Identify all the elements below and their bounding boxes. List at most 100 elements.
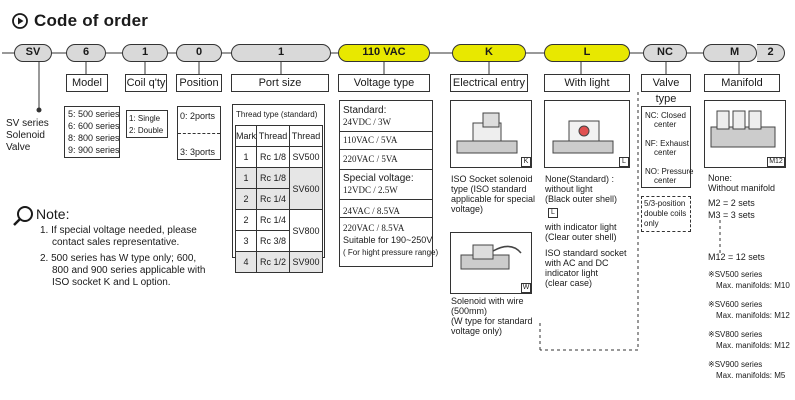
header-position: Position: [176, 74, 222, 92]
table-cell: 3: [235, 230, 257, 252]
table-row: 4 Rc 1/2 SV900: [235, 251, 323, 273]
table-cell: 4: [235, 251, 257, 273]
electrical-w-desc: voltage only): [451, 326, 503, 336]
table-cell: SV900: [289, 251, 323, 273]
header-voltage: Voltage type: [338, 74, 430, 92]
valve-option: NC: Closed: [645, 111, 686, 120]
light-with-desc: (Clear outer shell): [545, 232, 617, 242]
light-none-desc: without light: [545, 184, 593, 194]
note-item: 800 and 900 series applicable with: [52, 265, 206, 276]
manifold-series-max: Max. manifolds: M12: [716, 341, 790, 350]
table-cell: 1: [235, 167, 257, 189]
valve-option: center: [654, 120, 677, 129]
header-electrical: Electrical entry: [450, 74, 528, 92]
code-part-port: 1: [231, 44, 331, 62]
light-iso-desc: ISO standard socket: [545, 248, 627, 258]
valve-note-line: only: [644, 219, 659, 228]
voltage-standard: 24VDC / 3W: [343, 117, 391, 127]
code-part-voltage: 110 VAC: [338, 44, 430, 62]
code-part-electrical: K: [452, 44, 526, 62]
electrical-k-desc: voltage): [451, 204, 484, 214]
table-row: 1 Rc 1/8 SV600: [235, 167, 323, 210]
table-cell: SV600: [289, 167, 323, 210]
light-with-desc: with indicator light: [545, 222, 617, 232]
electrical-w-tag: W: [521, 283, 531, 293]
manifold-none: Without manifold: [708, 183, 776, 193]
play-circle-icon: [12, 13, 28, 29]
voltage-standard: 110VAC / 5VA: [343, 135, 398, 145]
sv-series-line-1: SV series: [6, 118, 49, 129]
table-cell: 2: [235, 188, 257, 210]
valve-option: center: [654, 148, 677, 157]
light-none-desc: None(Standard) :: [545, 174, 615, 184]
valve-note: 5/3-position double coils only: [641, 196, 691, 232]
table-row: Mark Thread Thread: [235, 125, 323, 147]
manifold-series: ※SV800 series: [708, 330, 763, 339]
manifold-block-icon: [710, 110, 776, 148]
magnifier-icon: [13, 206, 33, 226]
code-part-light: L: [544, 44, 630, 62]
table-header: Mark: [235, 125, 257, 147]
header-manifold: Manifold: [704, 74, 780, 92]
note-item: contact sales representative.: [52, 237, 180, 248]
coil-option: 1: Single: [129, 114, 161, 123]
table-cell: Rc 1/2: [256, 251, 290, 273]
voltage-special: 24VAC / 8.5VA: [343, 206, 400, 216]
sv-series-line-3: Valve: [6, 142, 31, 153]
note-item: 2. 500 series has W type only; 600,: [40, 253, 197, 264]
note-label: Note:: [36, 206, 70, 222]
table-cell: Rc 1/4: [256, 209, 290, 231]
manifold-set: M12 = 12 sets: [708, 252, 765, 262]
code-part-model: 6: [66, 44, 106, 62]
manifold-series: ※SV900 series: [708, 360, 763, 369]
model-option: 9: 900 series: [68, 145, 120, 155]
thread-table: Mark Thread Thread 1 Rc 1/8 SV500 1 Rc 1…: [235, 125, 323, 273]
light-iso-desc: (clear case): [545, 278, 593, 288]
position-option: 0: 2ports: [180, 111, 216, 121]
light-image: L: [544, 100, 630, 168]
coil-options: 1: Single 2: Double: [126, 110, 168, 138]
valve-option: NF: Exhaust: [645, 139, 690, 148]
voltage-special: 12VDC / 2.5W: [343, 185, 398, 195]
electrical-w-desc: Solenoid with wire: [451, 296, 524, 306]
electrical-k-image: K: [450, 100, 532, 168]
table-cell: Rc 3/8: [256, 230, 290, 252]
model-option: 5: 500 series: [68, 109, 120, 119]
table-cell: Rc 1/4: [256, 188, 290, 210]
light-l-tag: L: [619, 157, 629, 167]
model-option: 8: 800 series: [68, 133, 120, 143]
table-header: Thread: [289, 125, 323, 147]
note-item: 1. If special voltage needed, please: [40, 225, 197, 236]
valve-note-line: double coils: [644, 209, 687, 218]
table-cell: 2: [235, 209, 257, 231]
table-header: Thread: [256, 125, 290, 147]
voltage-special-label: Special voltage:: [343, 173, 414, 184]
code-part-series: SV: [14, 44, 52, 62]
manifold-series: ※SV500 series: [708, 270, 763, 279]
voltage-note: ( For hight pressure range): [343, 248, 439, 257]
header-coil: Coil q'ty: [125, 74, 167, 92]
table-cell: Rc 1/8: [256, 167, 290, 189]
code-part-manifold-count: 2: [757, 44, 785, 62]
thread-table-box: Thread type (standard) Mark Thread Threa…: [232, 104, 325, 273]
solenoid-wire-icon: [460, 244, 522, 270]
voltage-standard-label: Standard:: [343, 105, 387, 116]
code-part-manifold: M: [703, 44, 757, 62]
table-cell: SV500: [289, 146, 323, 168]
manifold-set: M3 = 3 sets: [708, 210, 755, 220]
voltage-special: 220VAC / 8.5VA: [343, 223, 405, 233]
electrical-k-tag: K: [521, 157, 531, 167]
iso-socket-solenoid-icon: [456, 112, 518, 154]
code-part-coil: 1: [122, 44, 168, 62]
table-cell: 1: [235, 146, 257, 168]
table-row: 2 Rc 1/4 SV800: [235, 209, 323, 252]
manifold-set: M2 = 2 sets: [708, 198, 755, 208]
light-none-desc: (Black outer shell): [545, 194, 618, 204]
manifold-series-max: Max. manifolds: M5: [716, 371, 786, 380]
manifold-series: ※SV600 series: [708, 300, 763, 309]
page-title: Code of order: [34, 11, 149, 30]
valve-options: NC: Closed center NF: Exhaust center NO:…: [641, 106, 693, 188]
light-iso-desc: indicator light: [545, 268, 599, 278]
light-iso-desc: with AC and DC: [545, 258, 609, 268]
sv-series-line-2: Solenoid: [6, 130, 45, 141]
